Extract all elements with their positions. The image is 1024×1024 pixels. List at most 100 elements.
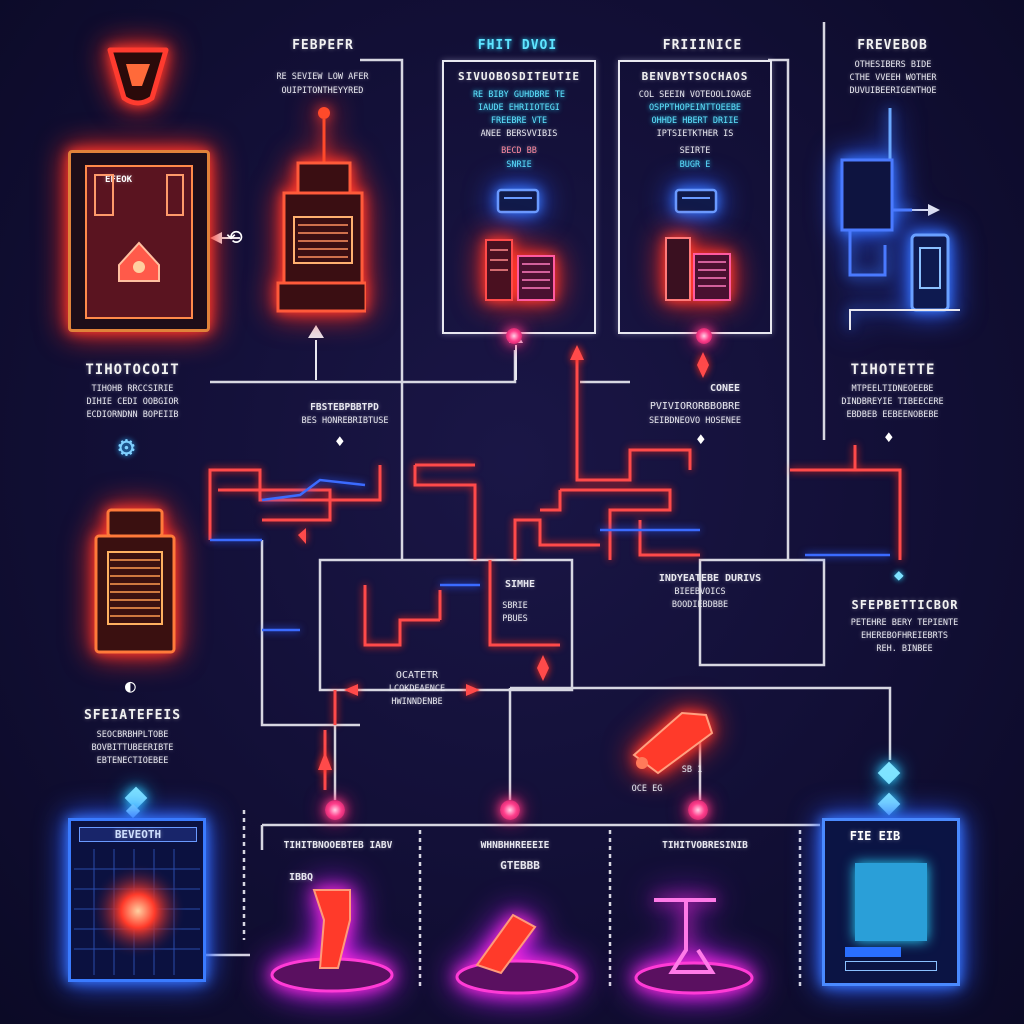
screen-title: BEVEOTH — [79, 827, 197, 842]
arrow-up — [318, 752, 332, 770]
center-right-title: INDYEATEBE DURIVS — [658, 573, 762, 584]
robot-platform-icon — [632, 890, 762, 999]
lower-left-title: SFEIATEFEIS — [83, 708, 182, 723]
col2-sub: OUIPITONTHEYYRED — [281, 86, 364, 96]
control-panel-frame: EFEOK — [68, 150, 210, 332]
drop-icon: ◆ — [894, 565, 904, 584]
right-mid-line: DINDBREYIE TIBEECERE — [841, 397, 944, 407]
panel-b-line: COL SEEIN VOTEOOLIOAGE — [638, 90, 752, 100]
arrow-up — [308, 325, 324, 338]
junction-node — [506, 328, 522, 344]
bottom-c3-label: WHNBHHREEEIE — [480, 840, 550, 851]
wire-white — [698, 558, 826, 667]
bottom-c4-label: TIHITVOBRESINIB — [662, 840, 748, 851]
bottom-c3-sub: GTEBBB — [500, 859, 540, 872]
monitor-icon — [674, 186, 718, 222]
wire-white — [260, 540, 360, 727]
far-right-line: PETEHRE BERY TEPIENTE — [850, 618, 959, 628]
center-box-label: SIMHE — [504, 579, 536, 590]
left-mid-line: DIHIE CEDI OOBGIOR — [86, 397, 179, 407]
header-col3: FHIT DVOI — [477, 38, 558, 53]
c4-sub: SEIBDNEOVO HOSENEE — [648, 416, 742, 426]
panel-b-line: OHHDE HBERT DRIIE — [651, 116, 739, 126]
junction-node — [688, 800, 708, 820]
far-right-line: REH. BINBEE — [876, 644, 933, 654]
bulb-icon: ♦ — [335, 432, 345, 451]
wire-white — [210, 350, 517, 384]
right-mid-title: TIHOTETTE — [850, 362, 936, 378]
link-icon: ⟲ — [226, 225, 243, 249]
junction-node — [696, 328, 712, 344]
wire-red — [540, 490, 562, 512]
wire-red — [575, 350, 692, 482]
left-mid-line: TIHOHB RRCCSIRIE — [91, 384, 174, 394]
arrow-diamond — [537, 655, 549, 681]
screen-title: FIE EIB — [849, 829, 901, 843]
left-mid-line: ECDIORNDNN BOPEIIB — [86, 410, 179, 420]
heat-map-screen-icon: BEVEOTH — [68, 818, 206, 982]
panel-a-tag: SNRIE — [506, 160, 532, 170]
left-mid-title: TIHOTOCOIT — [85, 362, 180, 378]
valve-pipe-icon — [830, 100, 965, 330]
wire-red — [513, 518, 600, 560]
right-mid-line: EBDBEB EEBEENOBEBE — [846, 410, 939, 420]
server-rack-icon — [482, 234, 558, 310]
header-col4: FRIIINICE — [662, 38, 743, 53]
right-mid-line: MTPEELTIDNEOEEBE — [851, 384, 934, 394]
panel-a-tag: BECD BB — [501, 146, 537, 156]
bottom-c2-tag: IBBQ — [288, 872, 314, 883]
screen-label: EFEOK — [105, 175, 133, 185]
wire-red — [218, 488, 332, 522]
arrow-right — [928, 204, 940, 216]
control-panel-screen: EFEOK — [85, 165, 193, 319]
wire-white — [360, 58, 404, 560]
lower-left-line: SEOCBRBHPLTOBE — [96, 730, 169, 740]
c2-title: FBSTEBPBBTPD — [310, 402, 379, 413]
center-right-sub: BOODIEBDBBE — [671, 600, 729, 610]
wire-red — [638, 520, 700, 557]
wire-red — [488, 560, 560, 647]
arrow-up — [570, 345, 584, 360]
far-right-title: SFEPBETTICBOR — [851, 598, 959, 612]
bottom-c2-label: TIHITBNOOEBTEB IABV — [283, 840, 393, 851]
arrow-left — [298, 528, 306, 544]
junction-node — [500, 800, 520, 820]
wire-white — [318, 558, 574, 692]
wire-red — [208, 465, 382, 540]
arrow-right — [466, 684, 480, 696]
wire-red — [363, 585, 440, 647]
info-panel-b: BENVBYTSOCHAOS COL SEEIN VOTEOOLIOAGE OS… — [618, 60, 772, 334]
center-box-sub: SBRIE — [502, 601, 528, 611]
col2-sub: RE SEVIEW LOW AFER — [276, 72, 369, 82]
col5-sub: CTHE VVEEH WOTHER — [849, 73, 937, 83]
center-left-note: LCOKDEAENCE — [388, 684, 446, 694]
panel-a-line: RE BIBY GUHDBRE TE — [472, 90, 566, 100]
center-left-note: HWINNDENBE — [391, 697, 443, 707]
wire-red — [413, 465, 477, 560]
wire-red — [560, 488, 672, 560]
panel-b-line: OSPPTHOPEINTTOEEBE — [648, 103, 742, 113]
arrow-left — [344, 684, 358, 696]
header-col5: FREVEBOB — [857, 38, 928, 53]
pin-icon: ◐ — [125, 676, 136, 697]
robot-platform-icon — [270, 880, 400, 999]
arrow-left — [210, 232, 222, 244]
mid-tag: OCE EG — [631, 784, 663, 794]
center-box-sub: PBUES — [502, 614, 528, 624]
center-left-note: OCATETR — [395, 670, 439, 681]
bulb-icon: ♦ — [884, 428, 894, 447]
junction-node — [325, 800, 345, 820]
panel-b-tag: SEIRTE — [679, 146, 711, 156]
bulb-icon: ♦ — [696, 430, 706, 449]
col5-sub: DUVUIBEERIGENTHOE — [849, 86, 937, 96]
lower-left-line: BOVBITTUBEERIBTE — [91, 743, 174, 753]
panel-b-title: BENVBYTSOCHAOS — [641, 70, 749, 83]
wire-blue — [261, 478, 366, 502]
c4-title: CONEE — [709, 383, 741, 394]
wire-white — [510, 686, 892, 760]
panel-b-tag: BUGR E — [679, 160, 711, 170]
lower-left-line: EBTENECTIOEBEE — [96, 756, 169, 766]
panel-a-title: SIVUOBOSDITEUTIE — [458, 70, 580, 83]
panel-a-line: IAUDE EHRIIOTEGI — [478, 103, 560, 113]
robot-arm-icon — [628, 705, 718, 781]
